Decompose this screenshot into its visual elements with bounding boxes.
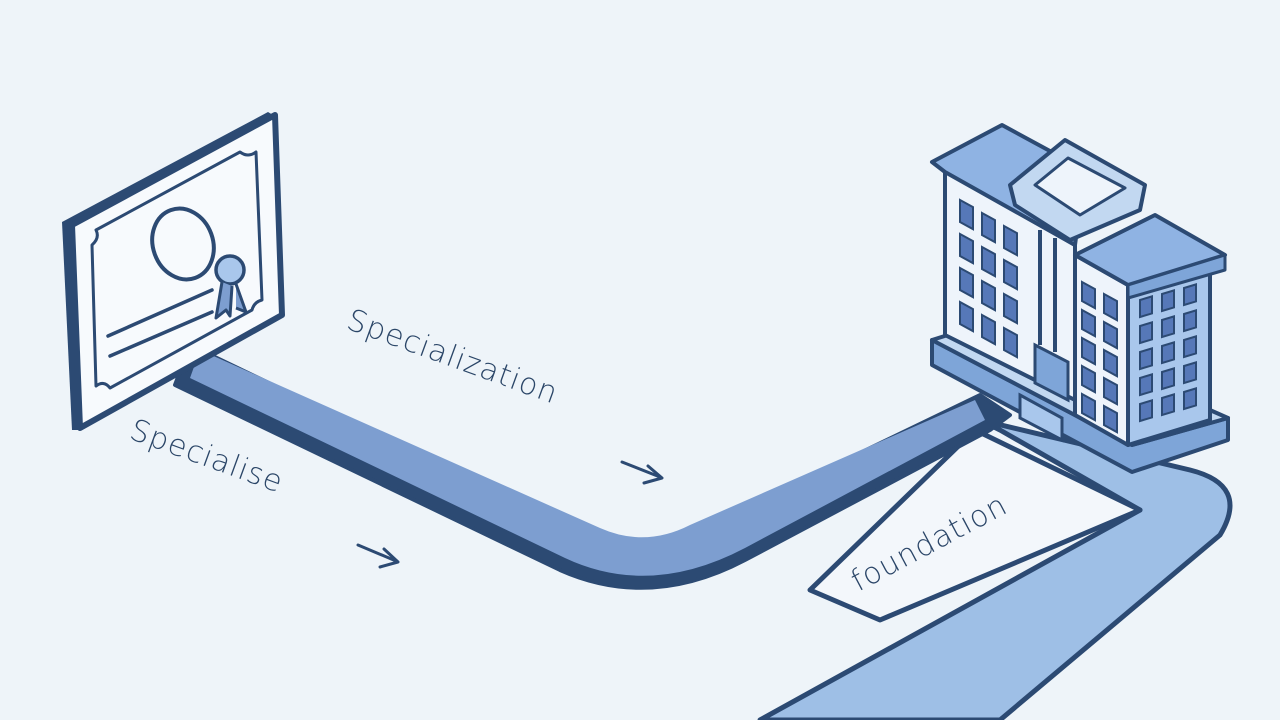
university-building-icon: [930, 123, 1230, 474]
building-window: [1081, 364, 1096, 394]
specialization-path: [173, 343, 1012, 590]
building-window: [1003, 326, 1018, 359]
building-window: [981, 279, 996, 312]
building-window: [1161, 367, 1175, 391]
building-window: [1161, 341, 1175, 365]
building-window: [959, 232, 974, 265]
building-window: [1183, 335, 1197, 359]
building-window: [959, 266, 974, 299]
foundation-inner-slab: [807, 427, 1143, 623]
building-window: [1161, 315, 1175, 339]
building-window: [981, 313, 996, 346]
building-window: [1103, 376, 1118, 406]
building-window: [1139, 399, 1153, 423]
building-window: [981, 245, 996, 278]
building-window: [1183, 387, 1197, 411]
building-window: [1103, 348, 1118, 378]
building-window: [1081, 392, 1096, 422]
building-window: [1139, 373, 1153, 397]
building-window: [1003, 292, 1018, 325]
building-window: [1161, 289, 1175, 313]
building-window: [981, 211, 996, 244]
building-window: [1139, 295, 1153, 319]
building-window: [1103, 404, 1118, 434]
building-window: [1081, 308, 1096, 338]
building-window: [1139, 347, 1153, 371]
building-window: [959, 198, 974, 231]
arrow-right-icon: [620, 460, 664, 485]
foundation-path: [757, 417, 1233, 720]
building-window: [1103, 320, 1118, 350]
building-window: [959, 300, 974, 333]
upper-path-label: Specialization: [342, 303, 563, 412]
certificate-icon: [62, 112, 285, 431]
building-window: [1183, 309, 1197, 333]
building-window: [1139, 321, 1153, 345]
arrow-right-icon: [356, 543, 400, 569]
award-seal-icon: [214, 254, 248, 320]
building-window: [1081, 336, 1096, 366]
building-windows: [959, 198, 1197, 434]
building-window: [1103, 292, 1118, 322]
building-window: [1161, 393, 1175, 417]
building-window: [1183, 283, 1197, 307]
building-window: [1183, 361, 1197, 385]
building-window: [1081, 280, 1096, 310]
building-window: [1003, 258, 1018, 291]
building-window: [1003, 224, 1018, 257]
